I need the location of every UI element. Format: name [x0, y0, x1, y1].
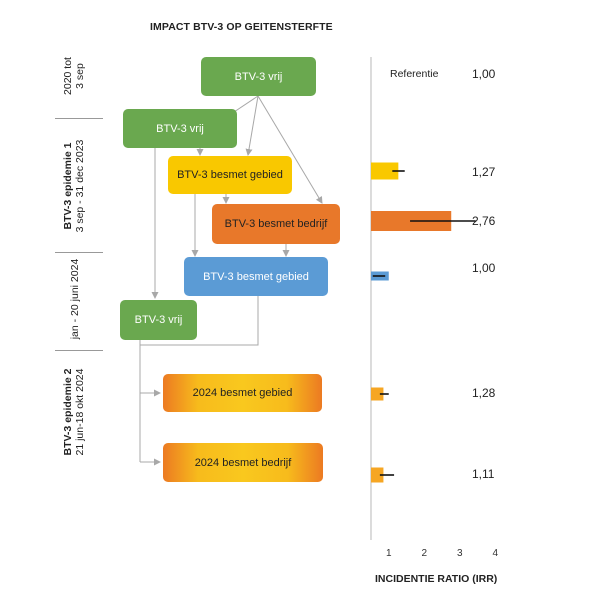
- box-btv3-vrij-baseline: BTV-3 vrij: [201, 57, 316, 96]
- connector-arrow: [257, 95, 323, 204]
- connector-arrow: [245, 95, 259, 156]
- box-2024-besmet-gebied: 2024 besmet gebied: [163, 374, 322, 412]
- irr-bar: [371, 387, 384, 401]
- irr-bar: [371, 162, 399, 180]
- connector-line: [140, 296, 259, 346]
- x-tick-label: 1: [386, 548, 392, 559]
- reference-label: Referentie: [390, 68, 439, 80]
- period-divider: [55, 350, 103, 351]
- box-btv3-besmet-gebied-epidemie-1: BTV-3 besmet gebied: [168, 156, 292, 194]
- box-btv3-vrij-epidemie-1: BTV-3 vrij: [123, 109, 237, 148]
- value-label: 1,27: [472, 165, 496, 179]
- period-divider: [55, 118, 103, 119]
- value-label: 1,11: [472, 467, 495, 481]
- value-label: 1,00: [472, 261, 496, 275]
- value-label: 1,00: [472, 67, 496, 81]
- value-label: 1,28: [472, 386, 496, 400]
- x-axis-label: INCIDENTIE RATIO (IRR): [375, 573, 498, 585]
- x-tick-label: 3: [457, 548, 463, 559]
- x-tick-label: 4: [492, 548, 498, 559]
- irr-bar: [371, 467, 384, 483]
- box-btv3-besmet-gebied-2024: BTV-3 besmet gebied: [184, 257, 328, 296]
- chart-title: IMPACT BTV-3 OP GEITENSTERFTE: [150, 21, 333, 33]
- period-divider: [55, 252, 103, 253]
- box-btv3-vrij-2024: BTV-3 vrij: [120, 300, 197, 340]
- value-label: 2,76: [472, 214, 496, 228]
- box-2024-besmet-bedrijf: 2024 besmet bedrijf: [163, 443, 323, 482]
- x-tick-label: 2: [421, 548, 427, 559]
- box-btv3-besmet-bedrijf-epidemie-1: BTV-3 besmet bedrijf: [212, 204, 340, 244]
